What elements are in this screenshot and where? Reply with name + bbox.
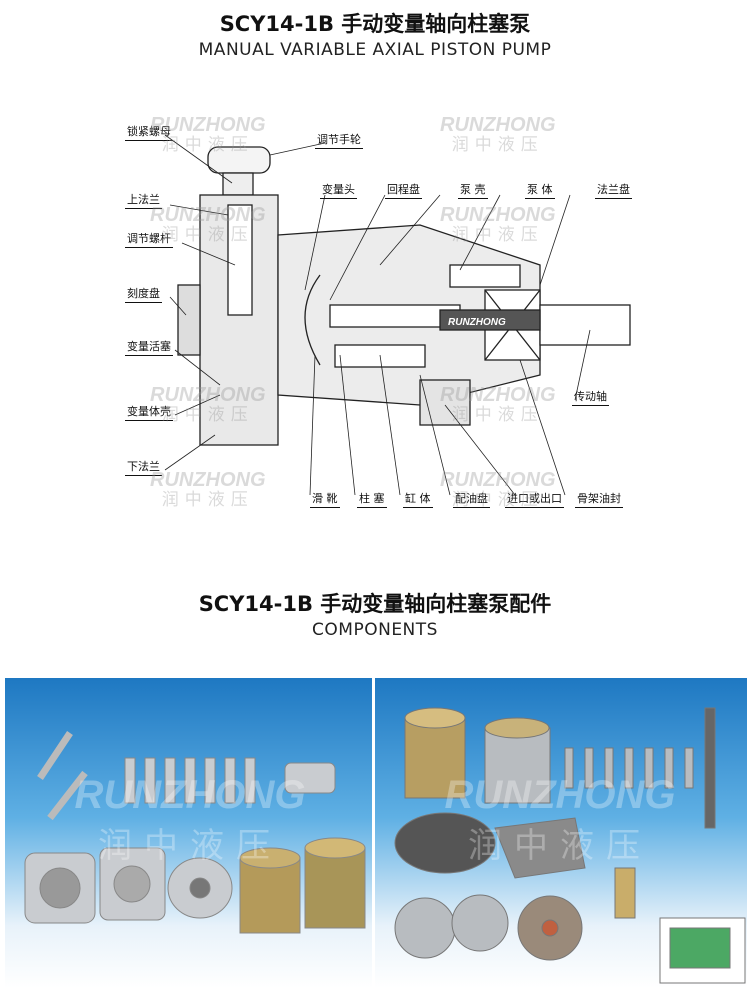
label-upper-flange: 上法兰 bbox=[125, 191, 162, 209]
page-title: SCY14-1B 手动变量轴向柱塞泵 bbox=[219, 12, 531, 36]
label-lower-flange: 下法兰 bbox=[125, 458, 162, 476]
label-plunger: 柱 塞 bbox=[357, 490, 387, 508]
label-return-plate: 回程盘 bbox=[385, 181, 422, 199]
label-port: 进口或出口 bbox=[505, 490, 564, 508]
label-handwheel: 调节手轮 bbox=[315, 131, 363, 149]
pump-cross-section-diagram: RUNZHONG 锁紧螺母 调节手轮 上法兰 变量头 回程盘 泵 壳 泵 体 法… bbox=[120, 115, 640, 525]
label-flange-plate: 法兰盘 bbox=[595, 181, 632, 199]
label-slipper: 滑 靴 bbox=[310, 490, 340, 508]
label-drive-shaft: 传动轴 bbox=[572, 388, 609, 406]
pump-drawing: RUNZHONG bbox=[164, 134, 631, 496]
label-cylinder: 缸 体 bbox=[403, 490, 433, 508]
page-subtitle: MANUAL VARIABLE AXIAL PISTON PUMP bbox=[198, 40, 552, 60]
label-lock-nut: 锁紧螺母 bbox=[125, 123, 173, 141]
shaft-brand-text: RUNZHONG bbox=[448, 317, 506, 328]
components-title: SCY14-1B 手动变量轴向柱塞泵配件 bbox=[198, 592, 552, 616]
label-pump-body: 泵 体 bbox=[525, 181, 555, 199]
label-valve-plate: 配油盘 bbox=[453, 490, 490, 508]
label-variable-head: 变量头 bbox=[320, 181, 357, 199]
label-oil-seal: 骨架油封 bbox=[575, 490, 623, 508]
label-pump-shell: 泵 壳 bbox=[458, 181, 488, 199]
components-subtitle: COMPONENTS bbox=[312, 620, 438, 640]
parts-left-illustration bbox=[24, 731, 366, 934]
label-dial: 刻度盘 bbox=[125, 285, 162, 303]
label-variable-piston: 变量活塞 bbox=[125, 338, 173, 356]
label-variable-housing: 变量体壳 bbox=[125, 403, 173, 421]
label-adjust-screw: 调节螺杆 bbox=[125, 230, 173, 248]
parts-right-illustration bbox=[394, 707, 746, 984]
